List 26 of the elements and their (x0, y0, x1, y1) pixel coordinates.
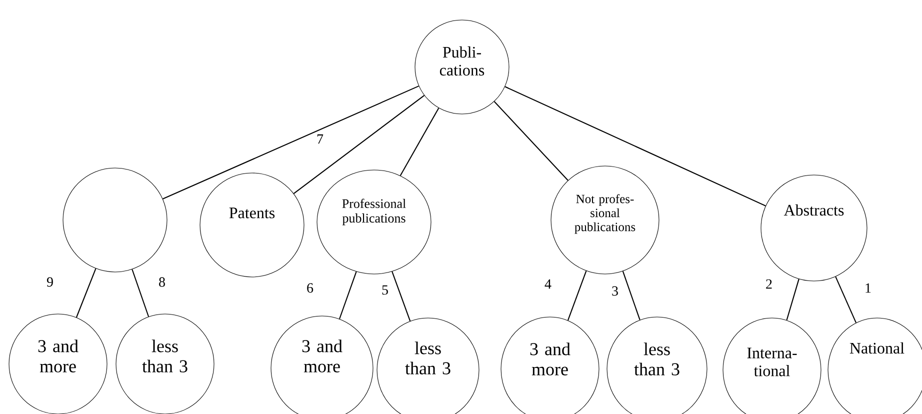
connector-line (567, 270, 587, 320)
edge-label: 6 (305, 282, 315, 294)
connector-line (786, 278, 800, 320)
edge-label: 3 (610, 284, 620, 298)
circle-node: Patents (200, 172, 304, 278)
number-label: 7 (317, 134, 324, 144)
edge-label: 9 (45, 276, 55, 288)
connector-line (162, 86, 419, 200)
connector-line (400, 108, 440, 176)
connector-line (132, 269, 150, 317)
circle-node: Professional publications (316, 170, 432, 274)
connector-line (622, 271, 640, 320)
connector-line (835, 276, 856, 323)
connector-line (494, 101, 568, 181)
edge-label: 5 (380, 284, 390, 296)
connector-line (504, 86, 766, 206)
edge-label: 4 (543, 278, 553, 290)
circle-node (62, 168, 168, 272)
circle-node: Not profes- sional publications (550, 166, 660, 274)
connector-line (392, 271, 411, 322)
circle-node: Publi- cations (414, 20, 510, 114)
edge-label: 1 (863, 282, 873, 294)
connector-line (293, 94, 425, 194)
connector-line (76, 268, 96, 318)
connector-line (339, 272, 357, 320)
edge-label: 8 (157, 276, 167, 288)
